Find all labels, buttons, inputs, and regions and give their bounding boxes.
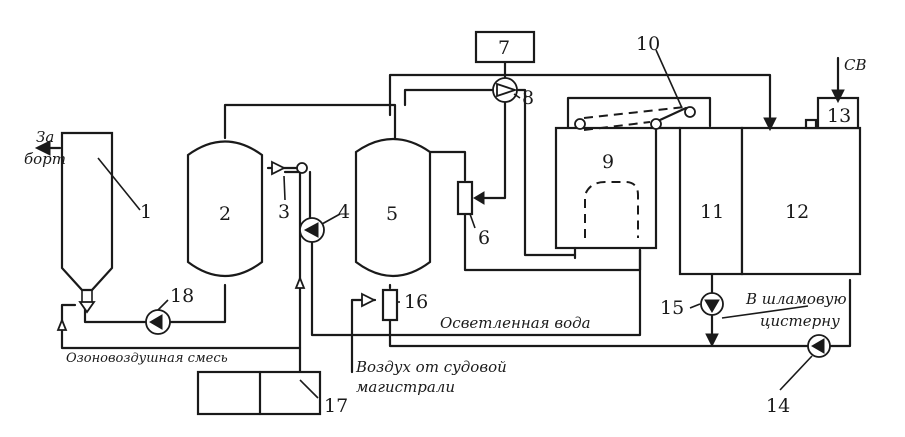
ejector-16 bbox=[361, 288, 399, 322]
tank-5 bbox=[354, 137, 432, 278]
caption-air-line-1: Воздух от судовой bbox=[355, 358, 507, 376]
label-7: 7 bbox=[498, 37, 510, 59]
pipe-ozone-air bbox=[60, 328, 302, 374]
pipe-tank1-to-pump18 bbox=[83, 306, 147, 324]
label-9: 9 bbox=[602, 151, 614, 173]
pump-4 bbox=[299, 217, 325, 243]
pipe-top-to-tank-12 bbox=[388, 73, 772, 126]
pump-18 bbox=[145, 309, 171, 335]
caption-air-line-2: магистрали bbox=[356, 378, 455, 396]
label-16: 16 bbox=[404, 291, 428, 313]
unit-9 bbox=[554, 126, 658, 260]
caption-ozone-air-mixture: Озоновоздушная смесь bbox=[66, 351, 228, 366]
valve-tank-1 bbox=[56, 301, 96, 331]
pipe-pump18-to-tank2 bbox=[168, 283, 227, 324]
tank-12 bbox=[740, 126, 862, 276]
tank-2 bbox=[186, 140, 264, 278]
flow-captions: За борт СВ Осветленная вода Озоновоздушн… bbox=[24, 56, 867, 396]
tank-1 bbox=[60, 131, 114, 302]
pipe-pump4-down bbox=[310, 240, 642, 337]
pipelines bbox=[46, 56, 852, 374]
pipe-pump8-down-to-6 bbox=[476, 100, 507, 200]
pump-15 bbox=[700, 292, 724, 316]
arrow-sv-inlet bbox=[831, 89, 845, 104]
label-3: 3 bbox=[278, 201, 290, 223]
caption-clarified-water: Осветленная вода bbox=[440, 314, 591, 332]
caption-overboard-1: За bbox=[36, 128, 54, 146]
unit-7 bbox=[474, 30, 536, 64]
unit-13-fitting bbox=[804, 118, 818, 130]
pipe-16-to-pump14 bbox=[388, 318, 810, 348]
label-6: 6 bbox=[478, 227, 490, 249]
conveyor-10 bbox=[574, 106, 696, 131]
label-12: 12 bbox=[785, 201, 809, 223]
pipe-ozone-air-riser bbox=[283, 170, 302, 350]
component-numbers: 1 2 3 4 5 6 7 8 9 10 11 12 13 14 15 16 1… bbox=[140, 33, 851, 417]
arrow-overboard bbox=[34, 140, 51, 156]
caption-sludge-1: В шламовую bbox=[745, 290, 847, 308]
label-18: 18 bbox=[170, 285, 194, 307]
pipe-pump8-to-tank5 bbox=[403, 88, 494, 107]
tank-11 bbox=[678, 126, 744, 276]
caption-overboard-2: борт bbox=[24, 150, 66, 168]
arrow-ozone-riser bbox=[294, 275, 306, 289]
pipe-tank2-to-tank5 bbox=[223, 103, 397, 140]
label-8: 8 bbox=[522, 87, 534, 109]
label-13: 13 bbox=[827, 105, 851, 127]
label-11: 11 bbox=[700, 201, 724, 223]
label-10: 10 bbox=[636, 33, 660, 55]
label-4: 4 bbox=[338, 201, 350, 223]
caption-sv: СВ bbox=[844, 56, 867, 74]
label-17: 17 bbox=[324, 395, 348, 417]
label-15: 15 bbox=[660, 297, 684, 319]
unit-17 bbox=[196, 370, 322, 416]
pipe-pump8-to-unit9 bbox=[516, 88, 577, 257]
leader-lines bbox=[97, 49, 813, 399]
arrow-to-tank-12 bbox=[763, 117, 777, 132]
pump-14 bbox=[807, 334, 831, 358]
caption-sludge-2: цистерну bbox=[760, 312, 840, 330]
pipe-9-top bbox=[566, 96, 712, 132]
arrow-to-sludge bbox=[705, 333, 719, 348]
ejector-3 bbox=[271, 160, 308, 176]
label-2: 2 bbox=[219, 203, 231, 225]
label-14: 14 bbox=[766, 395, 790, 417]
label-1: 1 bbox=[140, 201, 152, 223]
arrow-to-6 bbox=[473, 191, 485, 205]
pipe-tank5-to-6 bbox=[428, 150, 467, 182]
pipe-pump14-to-12 bbox=[828, 278, 852, 348]
unit-6 bbox=[456, 180, 474, 216]
label-5: 5 bbox=[386, 203, 398, 225]
pump-8 bbox=[492, 77, 518, 103]
